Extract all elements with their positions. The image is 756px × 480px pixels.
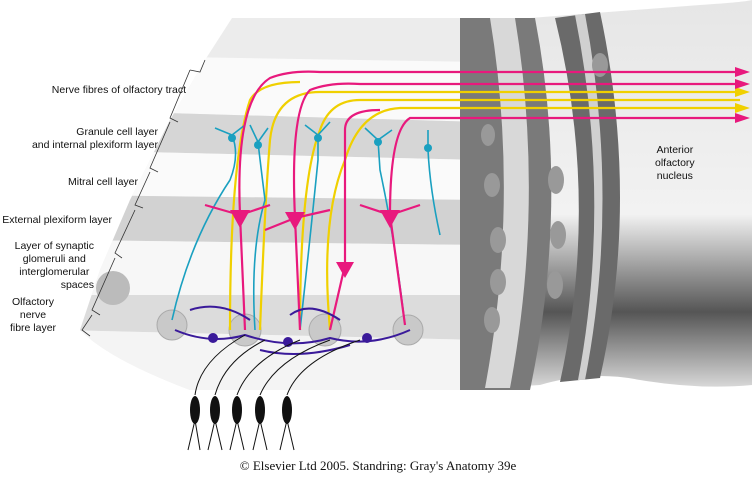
label-line: Layer of synaptic — [14, 240, 94, 252]
label-line: Granule cell layer — [76, 126, 158, 138]
tufted-fibres — [228, 80, 740, 331]
label-line: olfactory — [655, 157, 695, 169]
label-line: Olfactory nerve — [11, 296, 54, 321]
olfactory-receptor-axons — [187, 334, 361, 451]
label-anterior-olfactory-nucleus: Anterior olfactory nucleus — [655, 144, 695, 183]
label-line: fibre layer — [9, 322, 57, 334]
label-olfactory-nerve-fibre: Olfactory nerve fibre layer — [0, 296, 66, 335]
label-external-plexiform: External plexiform layer — [2, 214, 112, 226]
label-line: nucleus — [656, 170, 693, 182]
label-line: and internal plexiform layer — [31, 139, 158, 151]
periglomerular-bodies — [208, 333, 372, 347]
granule-cell-bodies — [228, 134, 432, 152]
label-synaptic-glomeruli: Layer of synaptic glomeruli and interglo… — [15, 240, 94, 292]
label-line: spaces — [60, 279, 94, 291]
output-arrowheads — [735, 67, 750, 123]
layer-brackets — [81, 59, 206, 337]
nucleus-circles — [481, 53, 608, 333]
copyright-credit: © Elsevier Ltd 2005. Standring: Gray's A… — [239, 458, 517, 473]
mitral-cell-processes — [204, 70, 740, 331]
label-granule-layer: Granule cell layer and internal plexifor… — [32, 126, 158, 152]
label-nerve-fibres: Nerve fibres of olfactory tract — [51, 84, 186, 96]
olfactory-receptor-cells — [190, 396, 292, 424]
label-mitral-layer: Mitral cell layer — [67, 176, 138, 188]
label-line: interglomerular — [19, 266, 90, 278]
label-line: Anterior — [656, 144, 694, 156]
label-line: glomeruli and — [22, 253, 86, 265]
mitral-cell-bodies — [230, 210, 400, 278]
